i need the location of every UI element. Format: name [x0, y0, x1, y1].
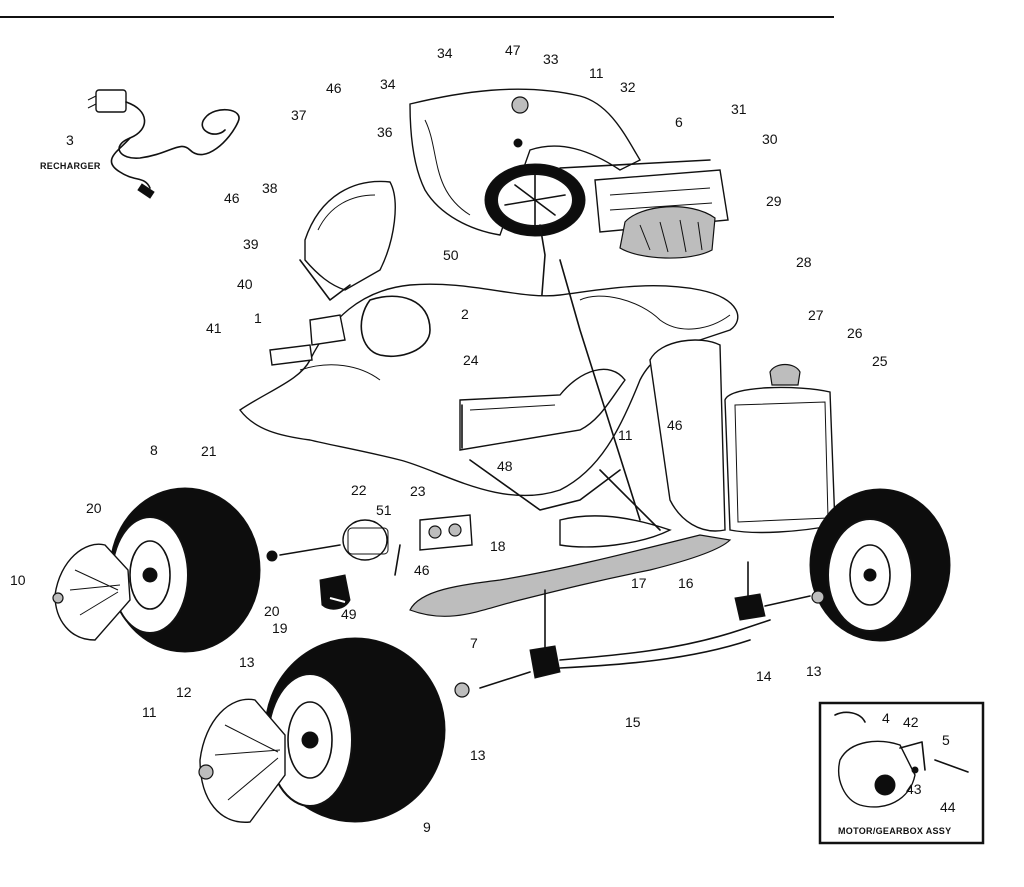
main-body-shell	[238, 283, 739, 497]
axle-washer	[454, 682, 470, 698]
callout: 46	[326, 80, 342, 96]
callout: 21	[201, 443, 217, 459]
callout: 14	[756, 668, 772, 684]
callout: 13	[470, 747, 486, 763]
axle-linkage	[479, 561, 811, 689]
hood-and-steering-wheel	[409, 88, 641, 321]
callout: 4	[882, 710, 890, 726]
callout: 19	[272, 620, 288, 636]
callout: 46	[667, 417, 683, 433]
callout: 48	[497, 458, 513, 474]
callout: 17	[631, 575, 647, 591]
callout: 29	[766, 193, 782, 209]
grille-panel	[649, 339, 836, 534]
callout: 50	[443, 247, 459, 263]
callout: 33	[543, 51, 559, 67]
callout: 6	[675, 114, 683, 130]
callout: 46	[414, 562, 430, 578]
callout: 10	[10, 572, 26, 588]
callout: 32	[620, 79, 636, 95]
callout: 44	[940, 799, 956, 815]
callout: 42	[903, 714, 919, 730]
inset-caption: MOTOR/GEARBOX ASSY	[838, 826, 951, 836]
callout: 26	[847, 325, 863, 341]
callout: 36	[377, 124, 393, 140]
callout: 1	[254, 310, 262, 326]
callout: 38	[262, 180, 278, 196]
callout: 7	[470, 635, 478, 651]
callout: 49	[341, 606, 357, 622]
recharger-label: RECHARGER	[40, 161, 101, 171]
motor-gearbox-inset	[818, 701, 985, 845]
callout: 11	[142, 704, 157, 720]
callout: 23	[410, 483, 426, 499]
rear-seat-shell	[299, 180, 396, 301]
callout: 8	[150, 442, 158, 458]
callout: 2	[461, 306, 469, 322]
callout: 18	[490, 538, 506, 554]
callout-labels: 34 47 33 46 34 11 32 37 6 31 36 30 3 46 …	[10, 42, 956, 836]
callout: 47	[505, 42, 521, 58]
callout: 25	[872, 353, 888, 369]
callout: 24	[463, 352, 479, 368]
hubcap-12	[198, 698, 286, 823]
wheel-8	[109, 487, 261, 653]
wheel-right	[809, 488, 951, 642]
callout: 40	[237, 276, 253, 292]
callout: 46	[224, 190, 240, 206]
callout: 20	[86, 500, 102, 516]
callout: 3	[66, 132, 74, 148]
wheel-9	[264, 637, 446, 823]
callout: 11	[589, 65, 604, 81]
recharger-drawing	[87, 89, 240, 199]
callout: 12	[176, 684, 192, 700]
callout: 22	[351, 482, 367, 498]
callout: 37	[291, 107, 307, 123]
callout: 9	[423, 819, 431, 835]
engine-block	[559, 159, 729, 259]
drive-parts	[266, 514, 473, 610]
callout: 51	[376, 502, 392, 518]
callout: 27	[808, 307, 824, 323]
callout: 20	[264, 603, 280, 619]
callout: 41	[206, 320, 222, 336]
callout: 30	[762, 131, 778, 147]
callout: 28	[796, 254, 812, 270]
callout: 11	[618, 427, 633, 443]
callout: 43	[906, 781, 922, 797]
seat	[459, 368, 626, 451]
callout: 5	[942, 732, 950, 748]
callout: 13	[806, 663, 822, 679]
chassis-floor	[409, 259, 732, 617]
callout: 15	[625, 714, 641, 730]
callout: 34	[437, 45, 453, 61]
callout: 39	[243, 236, 259, 252]
callout: 16	[678, 575, 694, 591]
callout: 31	[731, 101, 747, 117]
callout: 34	[380, 76, 396, 92]
hubcap-10	[52, 543, 131, 641]
callout: 13	[239, 654, 255, 670]
